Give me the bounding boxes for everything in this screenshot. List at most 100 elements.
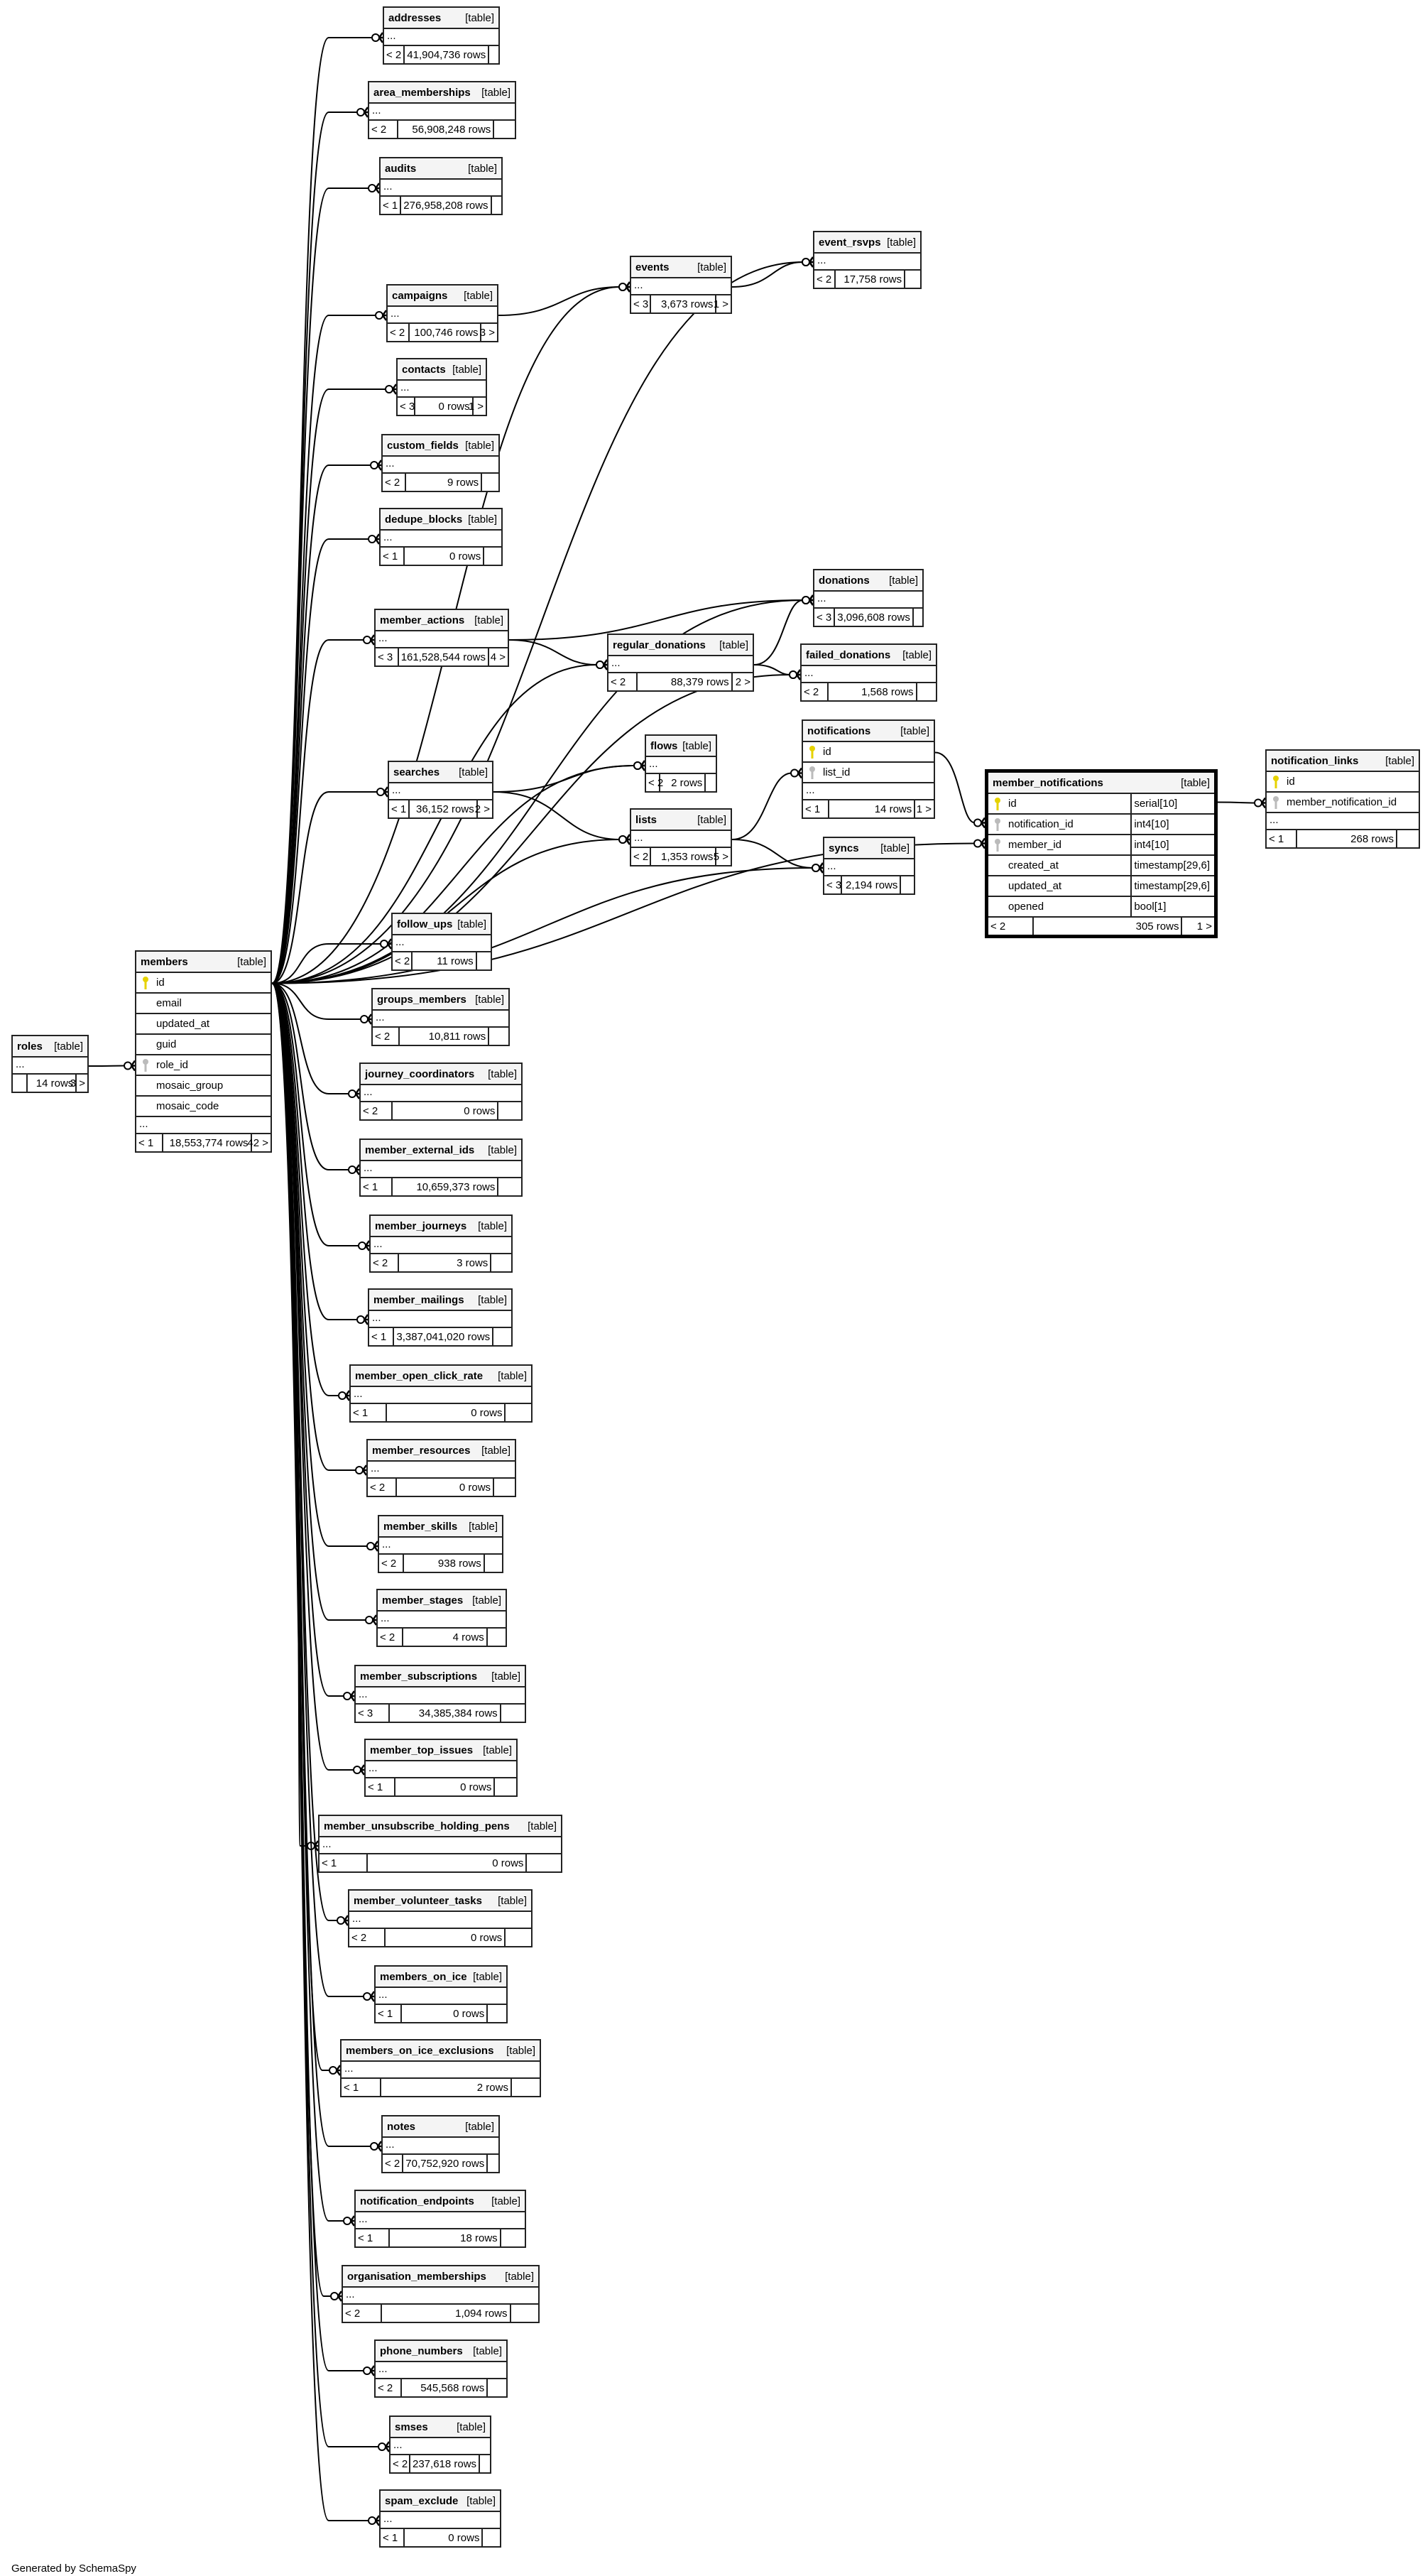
children-count[interactable]: 1 > — [468, 400, 484, 413]
parents-count[interactable]: < 3 — [631, 295, 651, 313]
children-count[interactable] — [901, 876, 914, 893]
children-count[interactable] — [494, 1479, 515, 1496]
children-count[interactable] — [477, 952, 491, 969]
children-count[interactable] — [488, 1629, 506, 1646]
children-count[interactable] — [488, 2155, 498, 2172]
children-count[interactable] — [917, 683, 936, 700]
parents-count[interactable]: < 3 — [398, 398, 415, 415]
parents-count[interactable]: < 2 — [343, 2305, 382, 2322]
children-count[interactable] — [489, 1028, 508, 1045]
parents-count[interactable]: < 1 — [342, 2079, 381, 2096]
children-count[interactable] — [483, 2529, 500, 2546]
children-count[interactable] — [493, 1328, 511, 1345]
children-count[interactable]: 4 > — [490, 651, 506, 663]
children-count[interactable] — [484, 548, 501, 565]
children-count[interactable] — [527, 1854, 561, 1871]
parents-count[interactable]: < 2 — [631, 848, 651, 865]
children-count[interactable]: 3 > — [70, 1077, 85, 1089]
children-count[interactable] — [495, 1778, 516, 1795]
parents-count[interactable]: < 2 — [383, 2155, 404, 2172]
table-member-unsubscribe-holding-pens[interactable]: member_unsubscribe_holding_pens[table]..… — [318, 1815, 562, 1873]
parents-count[interactable]: < 2 — [373, 1028, 400, 1045]
parents-count[interactable]: < 2 — [383, 474, 406, 491]
parents-count[interactable]: < 1 — [351, 1404, 387, 1421]
parents-count[interactable]: < 1 — [389, 800, 410, 817]
children-count[interactable] — [491, 1254, 511, 1271]
parents-count[interactable]: < 1 — [369, 1328, 395, 1345]
children-count[interactable] — [914, 609, 922, 626]
children-count[interactable]: 2 > — [474, 803, 490, 815]
parents-count[interactable]: < 1 — [1267, 830, 1297, 847]
children-count[interactable] — [488, 2379, 506, 2396]
parents-count[interactable]: < 2 — [388, 324, 410, 341]
children-count[interactable] — [492, 197, 501, 214]
parents-count[interactable]: < 2 — [988, 918, 1034, 935]
children-count[interactable]: 1 > — [916, 803, 932, 815]
parents-count[interactable]: < 3 — [376, 648, 399, 665]
parents-count[interactable]: < 1 — [381, 2529, 405, 2546]
children-count[interactable] — [506, 1404, 531, 1421]
parents-count[interactable]: < 2 — [371, 1254, 399, 1271]
parents-count[interactable]: < 3 — [356, 1705, 390, 1722]
parents-count[interactable]: < 1 — [381, 197, 402, 214]
children-count[interactable] — [501, 2229, 525, 2246]
children-count[interactable] — [482, 474, 498, 491]
children-count[interactable] — [494, 121, 515, 138]
children-count[interactable]: 2 > — [735, 675, 750, 688]
parents-count[interactable]: < 2 — [802, 683, 829, 700]
children-count[interactable] — [480, 2455, 490, 2472]
children-count[interactable]: 1 > — [1196, 920, 1212, 933]
parents-count[interactable]: < 2 — [376, 2379, 402, 2396]
children-count[interactable] — [1397, 830, 1419, 847]
children-count[interactable] — [905, 271, 920, 288]
children-count[interactable] — [498, 1102, 521, 1119]
children-count[interactable]: 5 > — [713, 850, 728, 863]
parents-count[interactable]: < 2 — [378, 1629, 403, 1646]
parents-count[interactable]: < 1 — [381, 548, 405, 565]
children-count[interactable] — [485, 1555, 502, 1572]
children-count[interactable] — [506, 1929, 531, 1946]
parents-count[interactable]: < 2 — [349, 1929, 386, 1946]
parents-count[interactable]: < 2 — [814, 271, 836, 288]
parents-count[interactable]: < 1 — [320, 1854, 368, 1871]
children-count[interactable] — [501, 1705, 525, 1722]
parents-count[interactable]: < 2 — [384, 46, 405, 63]
